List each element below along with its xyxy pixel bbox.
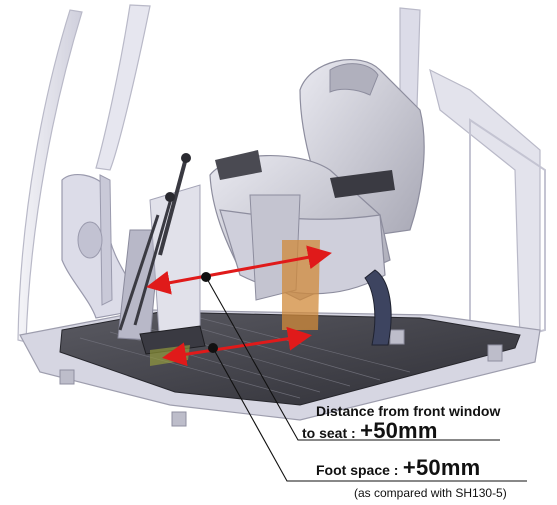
foot-space-arrow: [162, 326, 312, 367]
comparison-note: (as compared with SH130-5): [354, 486, 507, 500]
window-distance-label: Distance from front window: [316, 403, 501, 419]
window-to-seat-arrow: [146, 245, 332, 295]
operator-seat: [209, 59, 425, 346]
foot-space-value: +50mm: [402, 455, 481, 480]
window-distance-label-2: to seat :: [302, 425, 356, 441]
foot-space-label: Foot space :: [316, 462, 399, 478]
left-console: [61, 173, 201, 347]
foot-space-leader: [212, 347, 527, 482]
dimension-arrows: [146, 245, 332, 367]
window-to-seat-leader: [205, 276, 500, 441]
window-distance-value-row: to seat : +50mm: [302, 418, 438, 444]
window-distance-value: +50mm: [360, 418, 438, 443]
foot-space-row: Foot space : +50mm: [316, 455, 480, 481]
leader-lines: [201, 272, 527, 482]
